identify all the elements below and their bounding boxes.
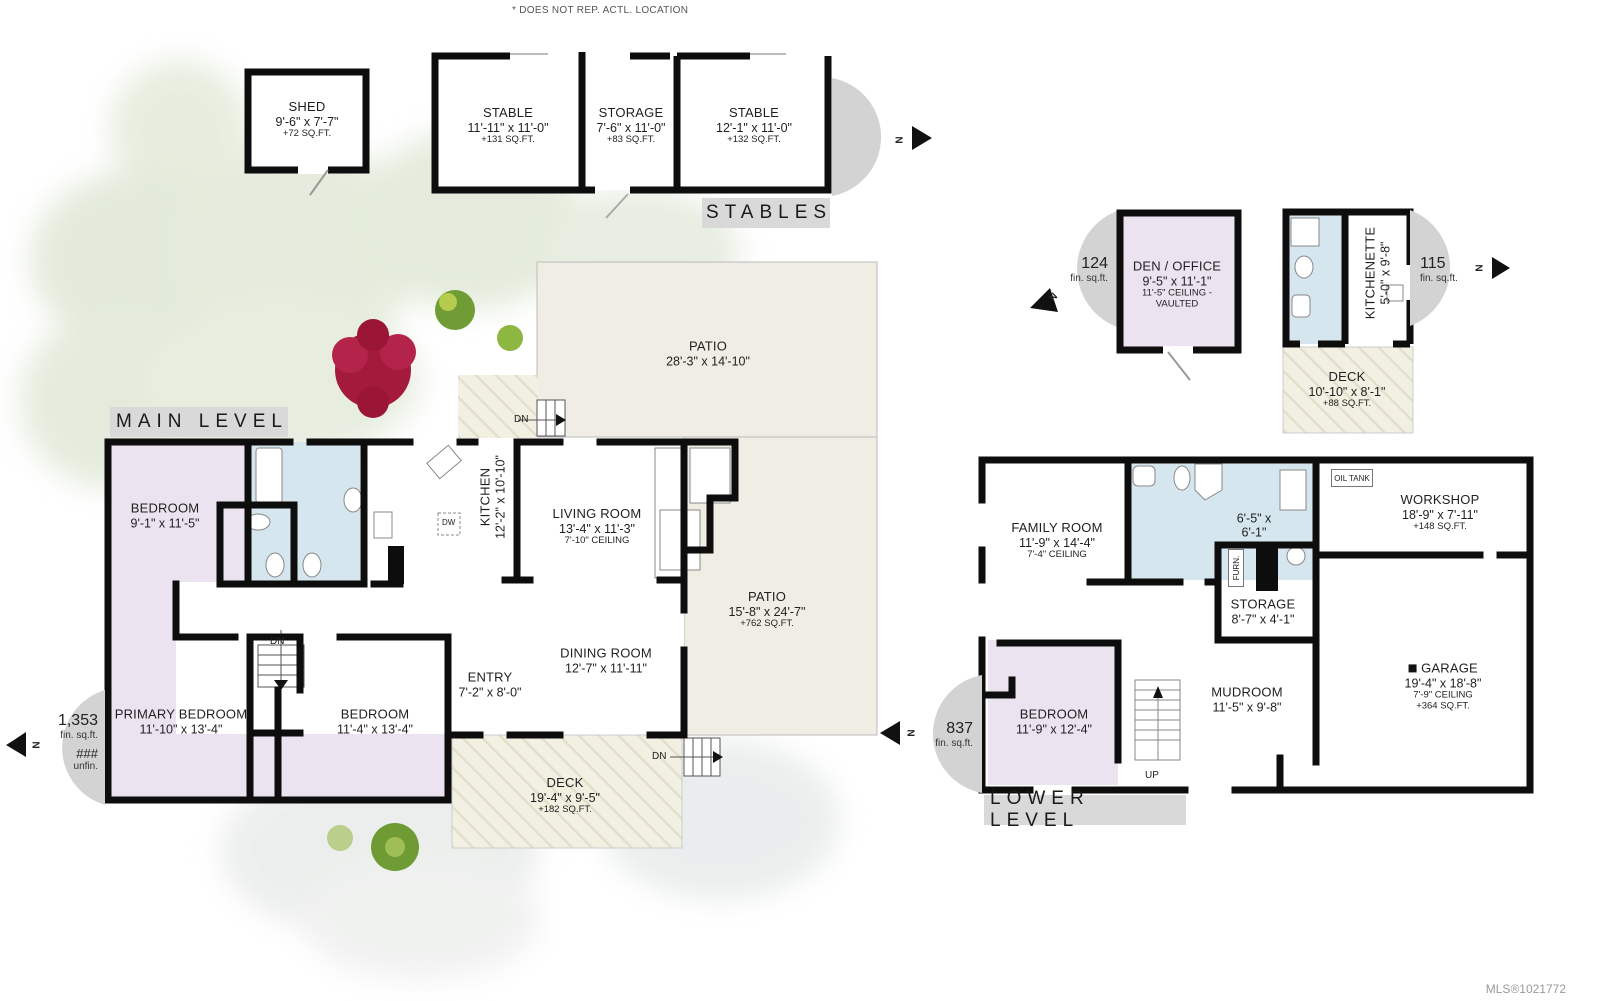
cabin-fixtures — [1290, 217, 1404, 318]
lower-compass — [932, 675, 982, 793]
shed-walls — [244, 68, 370, 174]
compass-n-label: N — [1474, 264, 1486, 272]
compass-arrow-icon — [6, 733, 26, 757]
den-room — [1116, 209, 1242, 354]
compass-arrow-icon — [1492, 257, 1510, 279]
stairs-down-label: DN — [514, 414, 529, 425]
den-compass — [1077, 210, 1120, 328]
stairs-down-label: DN — [652, 751, 667, 762]
shrub-icon — [327, 290, 523, 871]
compass-n-label: N — [31, 741, 43, 749]
stairs-up-label: UP — [1145, 770, 1159, 781]
patio-top — [536, 261, 878, 438]
main-compass — [62, 690, 105, 805]
main-deck — [451, 734, 683, 849]
main-fixtures — [245, 444, 731, 579]
dishwasher-label: DW — [442, 518, 456, 527]
stables-badge: STABLES — [702, 198, 830, 228]
location-disclaimer: * DOES NOT REP. ACTL. LOCATION — [512, 5, 689, 16]
compass-arrow-icon — [1030, 288, 1058, 312]
lower-level-walls — [978, 456, 1534, 794]
den-area: 124 fin. sq.ft. — [1070, 255, 1108, 284]
stairs-down-label: DN — [270, 636, 285, 647]
oil-tank-box: OIL TANK — [1331, 469, 1373, 487]
lower-level-area: 837 fin. sq.ft. — [935, 720, 973, 749]
furnace-box: FURN. — [1228, 549, 1244, 587]
compass-n-label: N — [906, 729, 918, 737]
mls-number: MLS®1021772 — [1485, 982, 1566, 996]
compass-arrow-icon — [912, 126, 932, 150]
compass-n-label: N — [894, 136, 906, 144]
tree-red-maple-icon — [332, 319, 416, 418]
cabin-compass — [1410, 210, 1451, 326]
main-level-area: 1,353 fin. sq.ft. ### unfin. — [57, 712, 98, 772]
main-level-badge: MAIN LEVEL — [110, 407, 288, 437]
shed-door-opening — [298, 166, 328, 174]
lower-bedroom-fill — [988, 640, 1118, 785]
main-level-walls — [104, 438, 739, 804]
cabin-deck — [1282, 346, 1414, 434]
cabin-area: 115 fin. sq.ft. — [1420, 255, 1458, 284]
stables-compass — [832, 78, 882, 196]
compass-arrow-icon — [880, 721, 900, 745]
stables-building — [431, 52, 832, 219]
patio-step-area — [458, 375, 538, 438]
lower-level-badge: LOWER LEVEL — [984, 788, 1186, 831]
shed-door[interactable] — [309, 169, 329, 196]
